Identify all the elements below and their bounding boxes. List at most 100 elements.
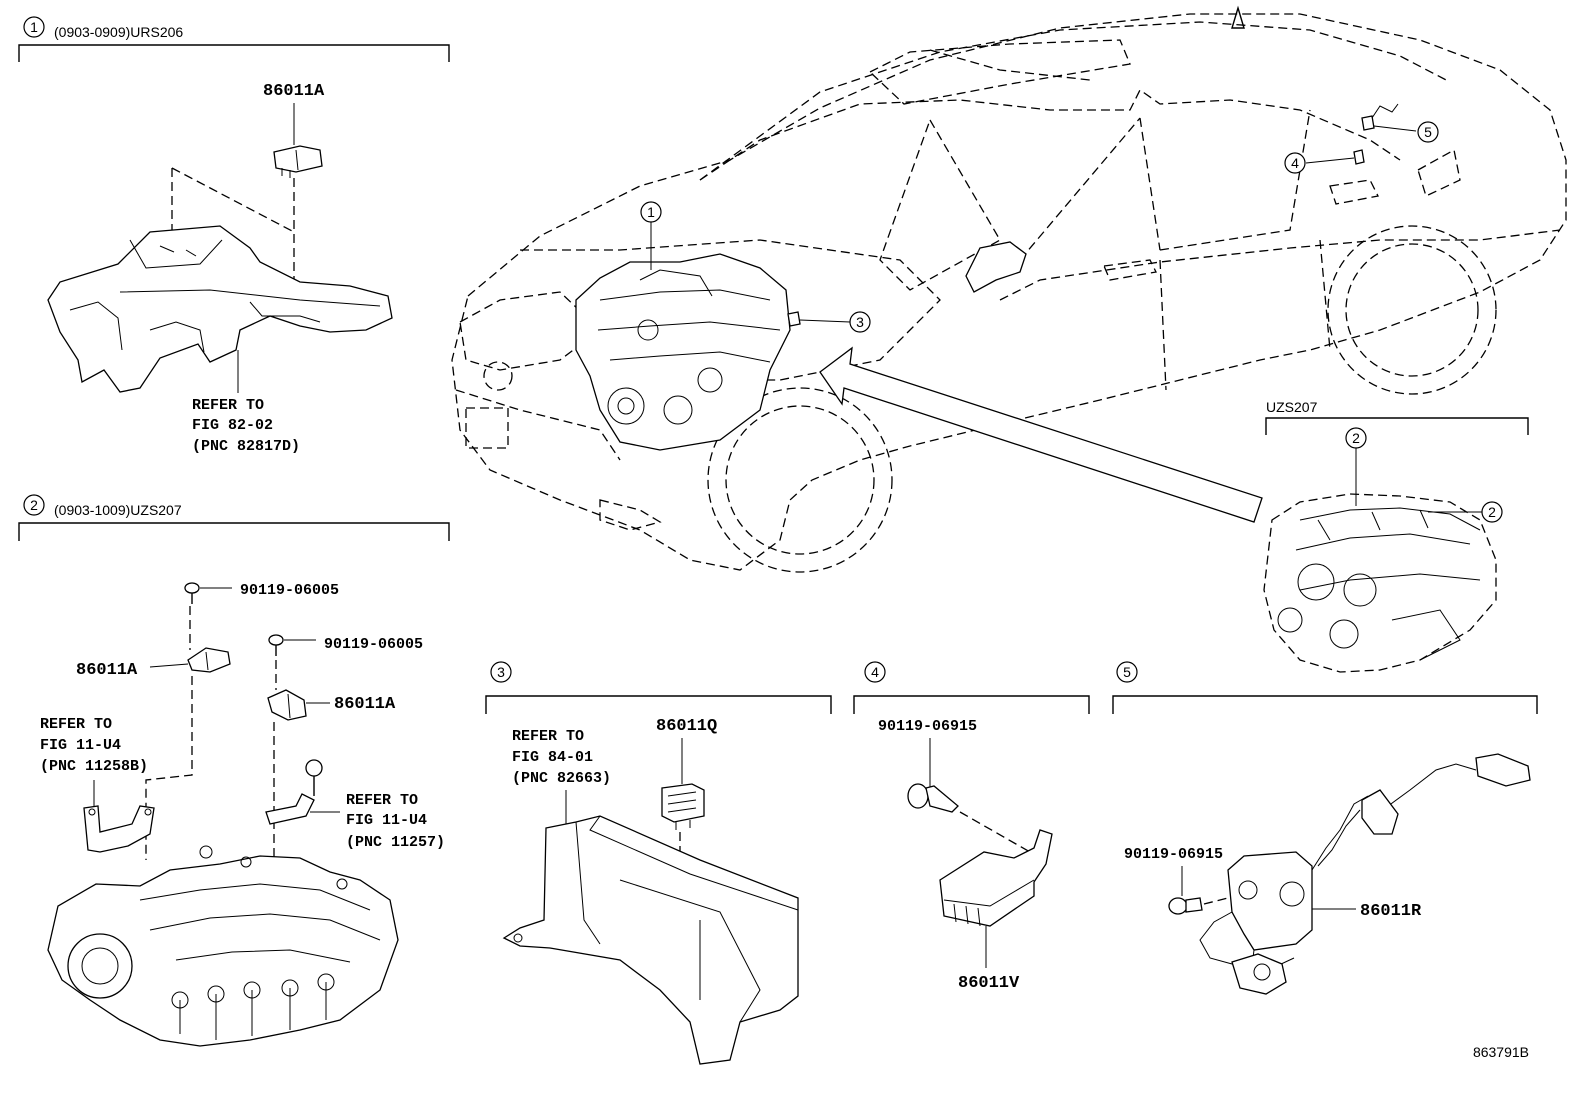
bolt-part	[268, 634, 284, 656]
car-callout-4	[1284, 152, 1306, 174]
section-4-bracket	[853, 695, 1090, 714]
car-callout-3-number: 3	[856, 314, 864, 330]
fuel-door	[1417, 148, 1461, 197]
ref-2b-line-3: (PNC 11257)	[346, 834, 445, 851]
part-label-86011R[interactable]: 86011R	[1360, 902, 1422, 921]
section-5-bracket	[1112, 695, 1538, 714]
section-5: 5 90119-06915 86011R	[1112, 661, 1538, 995]
windshield-pillar	[879, 118, 1001, 291]
part-label-86011A-b[interactable]: 86011A	[334, 695, 396, 714]
sensor-86011A-part	[273, 145, 323, 178]
part-label-86011A[interactable]: 86011A	[263, 82, 325, 101]
section-2-callout	[23, 494, 45, 516]
section-3-callout	[490, 661, 512, 683]
direction-arrow	[819, 346, 1263, 523]
car-roof	[699, 21, 1451, 181]
section-2-bracket	[18, 522, 450, 541]
ref-3-line-2: FIG 84-01	[512, 749, 593, 766]
hood-line	[520, 239, 941, 381]
car-callout-1	[640, 201, 662, 223]
vehicle-illustration: 1 3 4 5	[451, 5, 1567, 573]
license-plate	[465, 407, 509, 449]
section-1: 1 (0903-0909)URS206 86011A REFER TO FIG …	[18, 16, 450, 455]
relay-block-part	[502, 815, 799, 1065]
window-line	[699, 89, 1401, 181]
ref-1-line-2: FIG 82-02	[192, 417, 273, 434]
leader-line	[149, 663, 189, 668]
ref-2a-line-2: FIG 11-U4	[40, 737, 121, 754]
car-callout-5-number: 5	[1424, 124, 1432, 140]
sensor-86011A-part	[267, 689, 307, 721]
section-4-number: 4	[871, 664, 879, 680]
uzs207-bracket	[1265, 417, 1529, 435]
turn-light	[599, 499, 662, 531]
section-1-bracket	[18, 44, 450, 62]
section-5-callout	[1116, 661, 1138, 683]
mount-dash-line	[959, 811, 1031, 853]
fog-light	[483, 361, 513, 391]
part-label-90119-06915-b[interactable]: 90119-06915	[1124, 846, 1223, 863]
bolt-part	[907, 783, 959, 813]
relay-location-4	[1353, 149, 1365, 165]
part-label-90119-06915-a[interactable]: 90119-06915	[878, 718, 977, 735]
sensor-86011A-part	[187, 647, 231, 673]
engine-illustration	[1263, 493, 1497, 673]
leader-line	[1373, 125, 1417, 132]
bracket-part	[47, 225, 393, 393]
relay-86011Q-part	[661, 783, 705, 830]
uzs207-label: UZS207	[1266, 399, 1318, 415]
bracket-part	[83, 805, 155, 853]
intake-manifold-part	[47, 845, 399, 1047]
mount-dash-line	[145, 676, 193, 860]
car-callout-1-number: 1	[647, 204, 655, 220]
section-1-number: 1	[30, 19, 38, 35]
part-label-90119-06005-b[interactable]: 90119-06005	[324, 636, 423, 653]
leader-line	[1305, 157, 1355, 164]
beltline	[999, 229, 1561, 301]
car-callout-3	[849, 311, 871, 333]
rear-wheel-arch	[1327, 225, 1497, 395]
door-pillars	[1019, 109, 1311, 261]
ref-2b-line-2: FIG 11-U4	[346, 812, 427, 829]
part-label-86011V[interactable]: 86011V	[958, 974, 1020, 993]
part-label-90119-06005-a[interactable]: 90119-06005	[240, 582, 339, 599]
mount-dash-line	[1203, 895, 1237, 905]
bolt-part	[1168, 897, 1203, 915]
front-wheel	[725, 405, 875, 555]
section-4-callout	[864, 661, 886, 683]
section-1-callout	[23, 16, 45, 38]
sensor-location-5	[1361, 115, 1375, 131]
section-1-header: (0903-0909)URS206	[54, 24, 183, 40]
uzs207-callout-right-number: 2	[1488, 504, 1496, 520]
engine-illustration	[575, 253, 791, 451]
rear-wheel	[1345, 243, 1479, 377]
car-callout-5	[1417, 121, 1439, 143]
part-label-86011A-a[interactable]: 86011A	[76, 661, 138, 680]
section-3: 3 REFER TO FIG 84-01 (PNC 82663) 86011Q	[485, 661, 832, 1065]
leader-line	[799, 319, 851, 323]
side-mirror	[965, 241, 1027, 293]
bumper-line	[455, 389, 621, 461]
door-handle	[1103, 259, 1157, 281]
section-2-header: (0903-1009)UZS207	[54, 502, 182, 518]
ref-2b-line-1: REFER TO	[346, 792, 418, 809]
section-3-number: 3	[497, 664, 505, 680]
sunroof-line	[929, 49, 1091, 81]
figure-code: 863791B	[1473, 1044, 1529, 1060]
part-label-86011Q[interactable]: 86011Q	[656, 717, 717, 736]
section-4: 4 90119-06915 86011V	[853, 661, 1090, 993]
uzs207-callout-top-number: 2	[1352, 430, 1360, 446]
front-wheel-arch	[707, 387, 893, 573]
section-5-number: 5	[1123, 664, 1131, 680]
sunroof	[868, 39, 1131, 105]
ref-3-line-1: REFER TO	[512, 728, 584, 745]
uzs207-inset: UZS207 2 2	[1263, 399, 1529, 673]
relay-86011V-part	[939, 829, 1053, 927]
car-body-outline	[451, 13, 1567, 571]
section-2-number: 2	[30, 497, 38, 513]
wire	[1371, 103, 1399, 119]
ref-2a-line-1: REFER TO	[40, 716, 112, 733]
bracket-part	[265, 759, 323, 825]
door-handle	[1329, 179, 1379, 205]
